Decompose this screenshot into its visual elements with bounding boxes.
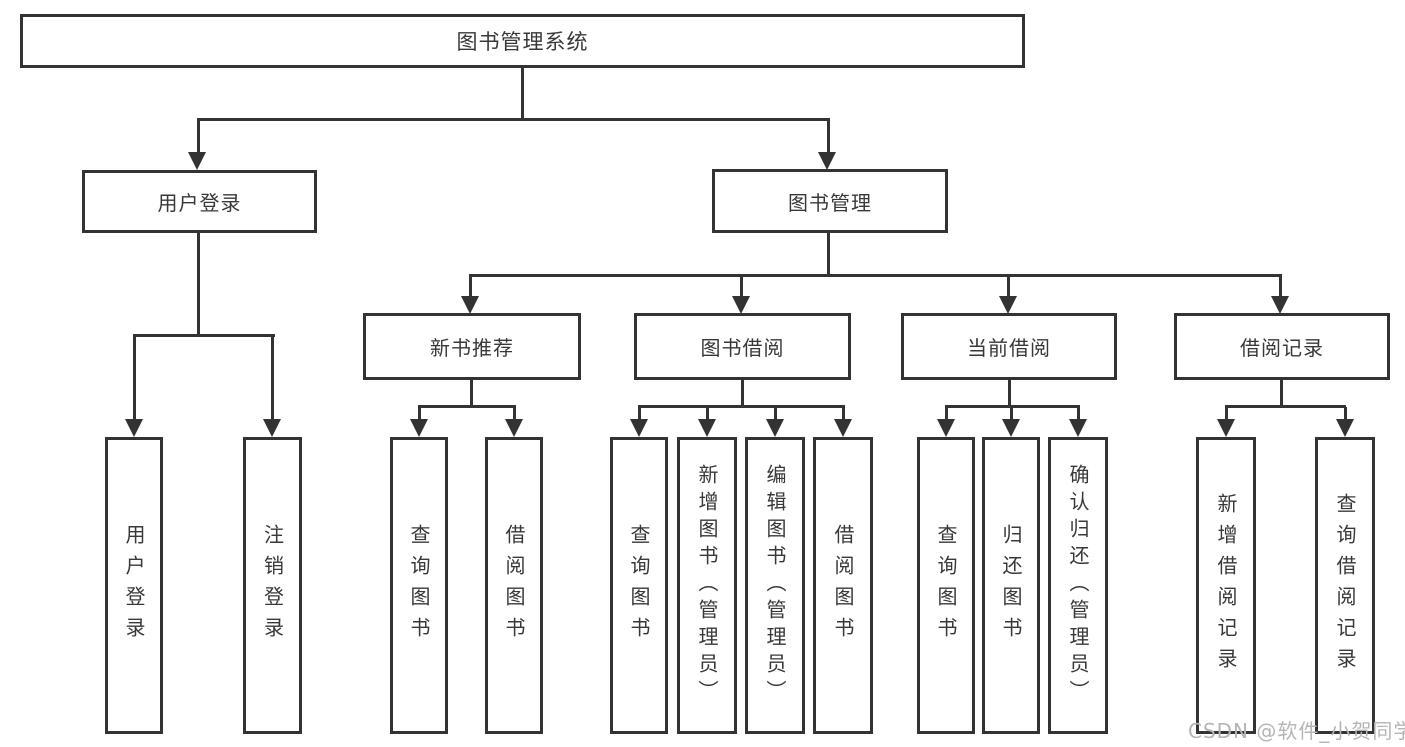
node-new-book-recommend: 新书推荐	[363, 313, 581, 380]
connector-line	[1279, 276, 1282, 298]
node-label: 查询借阅记录	[1333, 492, 1357, 679]
connector-line	[741, 378, 744, 408]
connector-line	[638, 405, 845, 408]
node-label: 借阅图书	[502, 523, 526, 648]
node-label: 新书推荐	[430, 336, 514, 360]
node-label: 查询图书	[627, 523, 651, 648]
leaf-add-borrow-record: 新增借阅记录	[1196, 437, 1256, 734]
node-label: 注销登录	[260, 523, 285, 648]
connector-line	[521, 66, 524, 118]
arrowhead-down-icon	[937, 419, 955, 437]
arrowhead-down-icon	[505, 419, 523, 437]
node-label: 查询图书	[934, 523, 958, 648]
connector-line	[1007, 276, 1010, 298]
arrowhead-down-icon	[1217, 419, 1235, 437]
node-label: 用户登录	[157, 191, 242, 215]
node-label: 图书借阅	[700, 336, 785, 360]
arrowhead-down-icon	[999, 296, 1017, 314]
leaf-query-borrow-record: 查询借阅记录	[1315, 437, 1375, 734]
leaf-logout: 注销登录	[243, 437, 302, 734]
node-label: 编辑图书（管理员）	[763, 464, 787, 707]
arrowhead-down-icon	[410, 419, 428, 437]
node-label: 归还图书	[999, 523, 1023, 648]
connector-line	[197, 118, 830, 121]
node-label: 借阅图书	[831, 523, 855, 648]
connector-line	[1225, 407, 1228, 421]
watermark-text: CSDN @软件_小贺同学	[1188, 719, 1405, 743]
arrowhead-down-icon	[188, 152, 206, 170]
connector-line	[1010, 407, 1013, 421]
leaf-return-books: 归还图书	[982, 437, 1040, 734]
node-label: 新增图书（管理员）	[695, 464, 719, 707]
leaf-confirm-return-admin: 确认归还（管理员）	[1048, 437, 1108, 734]
node-label: 借阅记录	[1240, 336, 1324, 360]
node-label: 图书管理系统	[456, 30, 589, 54]
connector-line	[706, 407, 709, 421]
leaf-query-books-current: 查询图书	[917, 437, 975, 734]
connector-line	[1008, 378, 1011, 408]
connector-line	[513, 407, 516, 421]
connector-line	[133, 336, 136, 420]
arrowhead-down-icon	[818, 152, 836, 170]
connector-line	[197, 120, 200, 154]
node-label: 当前借阅	[967, 336, 1051, 360]
node-user-login: 用户登录	[82, 170, 317, 233]
node-borrow-records: 借阅记录	[1174, 313, 1390, 380]
connector-line	[469, 274, 1282, 277]
arrowhead-down-icon	[834, 419, 852, 437]
arrowhead-down-icon	[1336, 419, 1354, 437]
connector-line	[1280, 378, 1283, 408]
connector-line	[197, 231, 200, 337]
node-book-management: 图书管理	[712, 169, 948, 233]
arrowhead-down-icon	[125, 419, 143, 437]
leaf-query-books-recommend: 查询图书	[390, 437, 448, 734]
connector-line	[1344, 407, 1347, 421]
connector-line	[133, 334, 275, 337]
node-label: 确认归还（管理员）	[1066, 464, 1090, 707]
connector-line	[1225, 405, 1346, 408]
node-label: 新增借阅记录	[1214, 492, 1238, 679]
arrowhead-down-icon	[1002, 419, 1020, 437]
connector-line	[418, 407, 421, 421]
arrowhead-down-icon	[732, 296, 750, 314]
leaf-edit-books-admin: 编辑图书（管理员）	[745, 437, 805, 734]
leaf-borrow-books-borrowing: 借阅图书	[813, 437, 873, 734]
connector-line	[469, 276, 472, 298]
leaf-borrow-books-recommend: 借阅图书	[485, 437, 543, 734]
connector-line	[1077, 407, 1080, 421]
leaf-add-books-admin: 新增图书（管理员）	[677, 437, 737, 734]
arrowhead-down-icon	[630, 419, 648, 437]
arrowhead-down-icon	[1069, 419, 1087, 437]
node-book-borrowing: 图书借阅	[634, 313, 851, 380]
connector-line	[740, 276, 743, 298]
leaf-query-books-borrowing: 查询图书	[610, 437, 668, 734]
node-label: 图书管理	[788, 190, 872, 215]
connector-line	[827, 231, 830, 276]
connector-line	[774, 407, 777, 421]
arrowhead-down-icon	[766, 419, 784, 437]
connector-line	[418, 405, 516, 408]
arrowhead-down-icon	[1271, 296, 1289, 314]
connector-line	[638, 407, 641, 421]
leaf-user-login: 用户登录	[105, 437, 163, 734]
node-label: 用户登录	[122, 523, 146, 648]
connector-line	[470, 378, 473, 408]
connector-line	[827, 120, 830, 154]
connector-line	[271, 336, 274, 420]
node-root: 图书管理系统	[20, 14, 1025, 68]
node-current-borrowing: 当前借阅	[901, 313, 1117, 380]
arrowhead-down-icon	[698, 419, 716, 437]
node-label: 查询图书	[407, 523, 431, 648]
arrowhead-down-icon	[263, 419, 281, 437]
connector-line	[945, 407, 948, 421]
arrowhead-down-icon	[461, 296, 479, 314]
connector-line	[842, 407, 845, 421]
connector-line	[945, 405, 1080, 408]
